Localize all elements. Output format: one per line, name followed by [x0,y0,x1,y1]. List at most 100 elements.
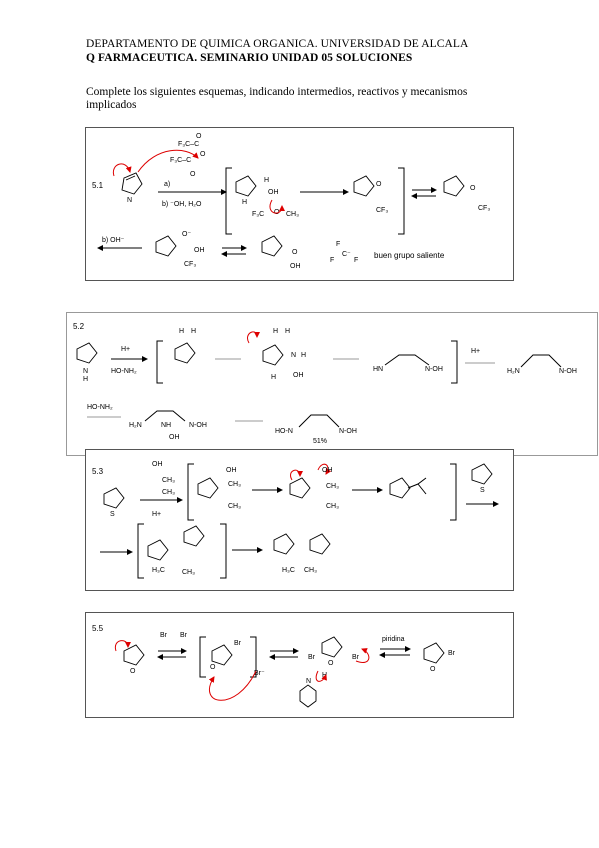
anhydride-top: F₃C–C [178,141,199,148]
curved-arrow-red [137,149,199,173]
reagent-hplus: H+ [121,346,130,353]
section-5-5-label: 5.5 [92,624,104,633]
h-label: H [271,374,276,381]
o-label: O [376,181,382,188]
h-label: H [273,328,278,335]
h-label: H [242,199,247,206]
reagent-hydroxylamine: HO-NH₂ [87,404,113,411]
ch3-label: CH₃ [182,569,195,576]
scheme-5-5-drawing: 5.5 O Br Br Br O Br⁻ Br O H Br N piridin… [92,624,456,708]
noh-label: N-OH [425,366,443,373]
br-label: Br [180,632,188,639]
o-label: O [470,185,476,192]
ch3-label: CH₃ [162,477,175,484]
f-label: F [330,257,334,264]
f-label: F [354,257,358,264]
h3c-label: H₃C [152,567,165,574]
oh-label: OH [268,189,279,196]
o-label: O [328,660,334,667]
br-label: Br [160,632,168,639]
oh-label: OH [169,434,180,441]
carbanion-label: C⁻ [342,251,351,258]
oh-label: OH [152,461,163,468]
o-label: O [430,666,436,673]
pyrrole-structure [121,172,143,195]
anhydride-o3: O [200,151,206,158]
f-label: F [336,241,340,248]
ch3-label: CH₃ [162,489,175,496]
h-label: H [179,328,184,335]
hn-label: HN [373,366,383,373]
o-label: O [210,664,216,671]
s-label: S [110,511,115,518]
cf3-label: CF₃ [478,205,490,212]
scheme-5-1-box: 5.1 N F₃C–C O F₃C–C O O a) b) ⁻OH, H₂O H… [85,127,514,281]
h-label: H [191,328,196,335]
oh-label: OH [194,247,205,254]
oh-label: OH [226,467,237,474]
curved-arrow-red [112,163,132,177]
nh-label: NH [161,422,171,429]
pyrrole-n-label: N [127,197,132,204]
reagent-hplus: H+ [471,348,480,355]
ch3-label: CH₃ [286,211,299,218]
ch3-label: CH₃ [326,483,339,490]
scheme-5-2-box: 5.2 N H H+ HO-NH₂ H H H H N H OH H HN N-… [66,312,598,456]
cf3-label: CF₃ [184,261,196,268]
h-label: H [301,352,306,359]
n-label: N [291,352,296,359]
scheme-5-3-box: 5.3 S OH CH₃ CH₃ H+ OH CH₃ CH₃ OH CH₃ CH… [85,449,514,591]
h2n-label: H₂N [507,368,520,375]
scheme-5-3-drawing: 5.3 S OH CH₃ CH₃ H+ OH CH₃ CH₃ OH CH₃ CH… [92,461,499,579]
reagent-hplus: H+ [152,511,161,518]
n-label: N [306,678,311,685]
leaving-group-note: buen grupo saliente [374,251,445,260]
ch3-label: CH₃ [326,503,339,510]
header-seminar-title: Q FARMACEUTICA. SEMINARIO UNIDAD 05 SOLU… [86,52,413,64]
oh-label: OH [290,263,301,270]
br-label: Br [448,650,456,657]
anhydride-o2: O [190,171,196,178]
noh-label: N-OH [189,422,207,429]
yield-label: 51% [313,438,327,445]
o-label: O [274,209,280,216]
br-label: Br [234,640,242,647]
oh-label: OH [322,467,333,474]
section-5-1-label: 5.1 [92,181,104,190]
reagent-hydroxylamine: HO-NH₂ [111,368,137,375]
ch3-label: CH₃ [304,567,317,574]
section-5-3-label: 5.3 [92,467,104,476]
s-label: S [480,487,485,494]
h-label: H [285,328,290,335]
h3c-label: H₃C [282,567,295,574]
o-label: O [292,249,298,256]
reagent-b2: b) OH⁻ [102,237,125,244]
o-label: O [130,668,136,675]
h2n-label: H₂N [129,422,142,429]
f3c-label: F₃C [252,211,264,218]
anhydride-mid: F₃C–C [170,157,191,164]
cf3-label: CF₃ [376,207,388,214]
h-label: H [264,177,269,184]
instructions-text: Complete los siguientes esquemas, indica… [86,86,468,111]
ch3-label: CH₃ [228,481,241,488]
br-label: Br [352,654,360,661]
br-label: Br [308,654,316,661]
n-label: N [83,368,88,375]
ch3-label: CH₃ [228,503,241,510]
scheme-5-5-box: 5.5 O Br Br Br O Br⁻ Br O H Br N piridin… [85,612,514,718]
section-5-2-label: 5.2 [73,322,85,331]
oh-label: OH [293,372,304,379]
bromide-label: Br⁻ [254,670,265,677]
noh-label: N-OH [559,368,577,375]
hon-label: HO-N [275,428,293,435]
h-label: H [83,376,88,383]
noh-label: N-OH [339,428,357,435]
reagent-a: a) [164,181,170,188]
reagent-b: b) ⁻OH, H₂O [162,201,202,208]
o-minus-label: O⁻ [182,231,191,238]
reagent-pyridine: piridina [382,636,405,643]
anhydride-o: O [196,133,202,140]
scheme-5-2-drawing: 5.2 N H H+ HO-NH₂ H H H H N H OH H HN N-… [73,322,577,445]
scheme-5-1-drawing: 5.1 N F₃C–C O F₃C–C O O a) b) ⁻OH, H₂O H… [92,133,490,270]
